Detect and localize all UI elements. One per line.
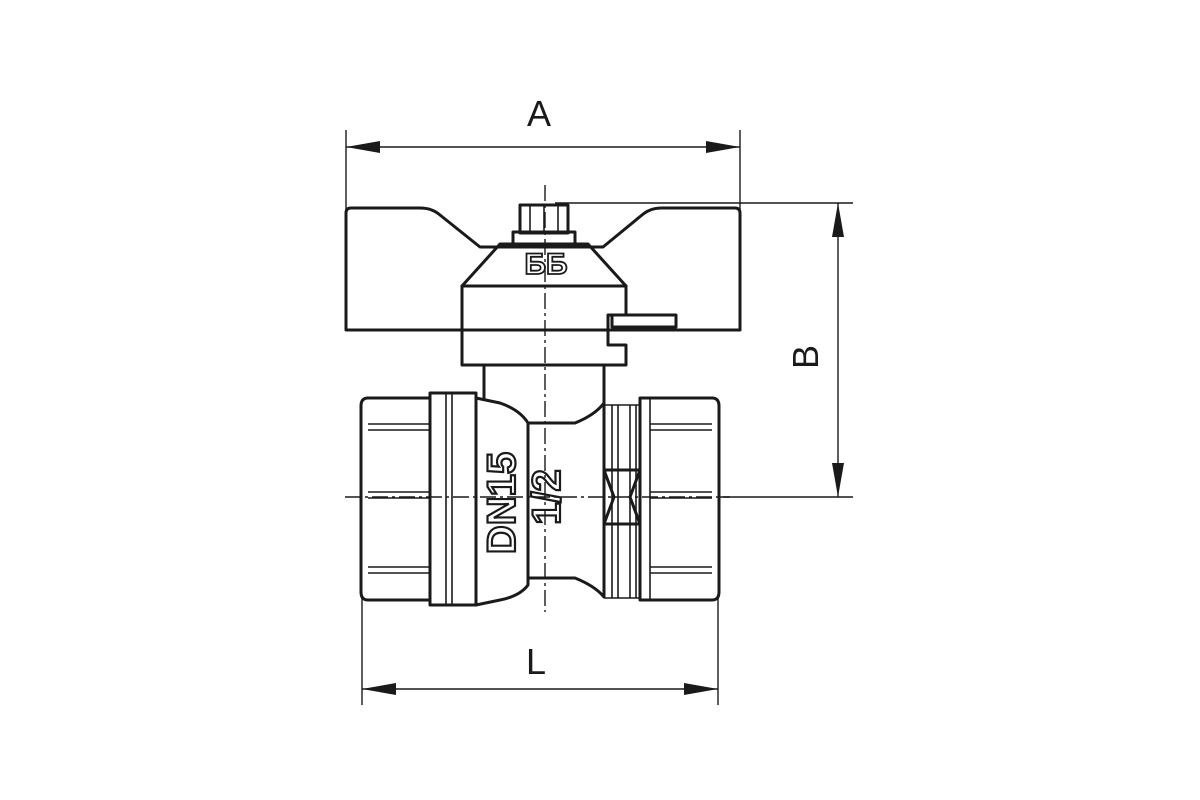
stem-neck <box>482 363 606 407</box>
butterfly-handle <box>344 206 742 332</box>
handle-hub: ББ <box>460 242 678 367</box>
dimension-b: B <box>555 202 853 498</box>
dimension-l-label: L <box>526 641 546 682</box>
brand-logo: ББ <box>524 248 567 281</box>
center-lines <box>345 185 730 612</box>
left-hex-end <box>359 396 432 602</box>
dimension-a-label: A <box>527 93 551 134</box>
dimension-b-label: B <box>785 345 826 369</box>
dimension-a: A <box>345 93 741 212</box>
dimension-l: L <box>361 598 719 705</box>
right-hex-end <box>638 396 721 602</box>
stem-nut <box>511 203 577 246</box>
dn-marking: DN15 <box>480 452 524 554</box>
valve-body <box>474 396 642 607</box>
left-collar <box>428 391 478 607</box>
